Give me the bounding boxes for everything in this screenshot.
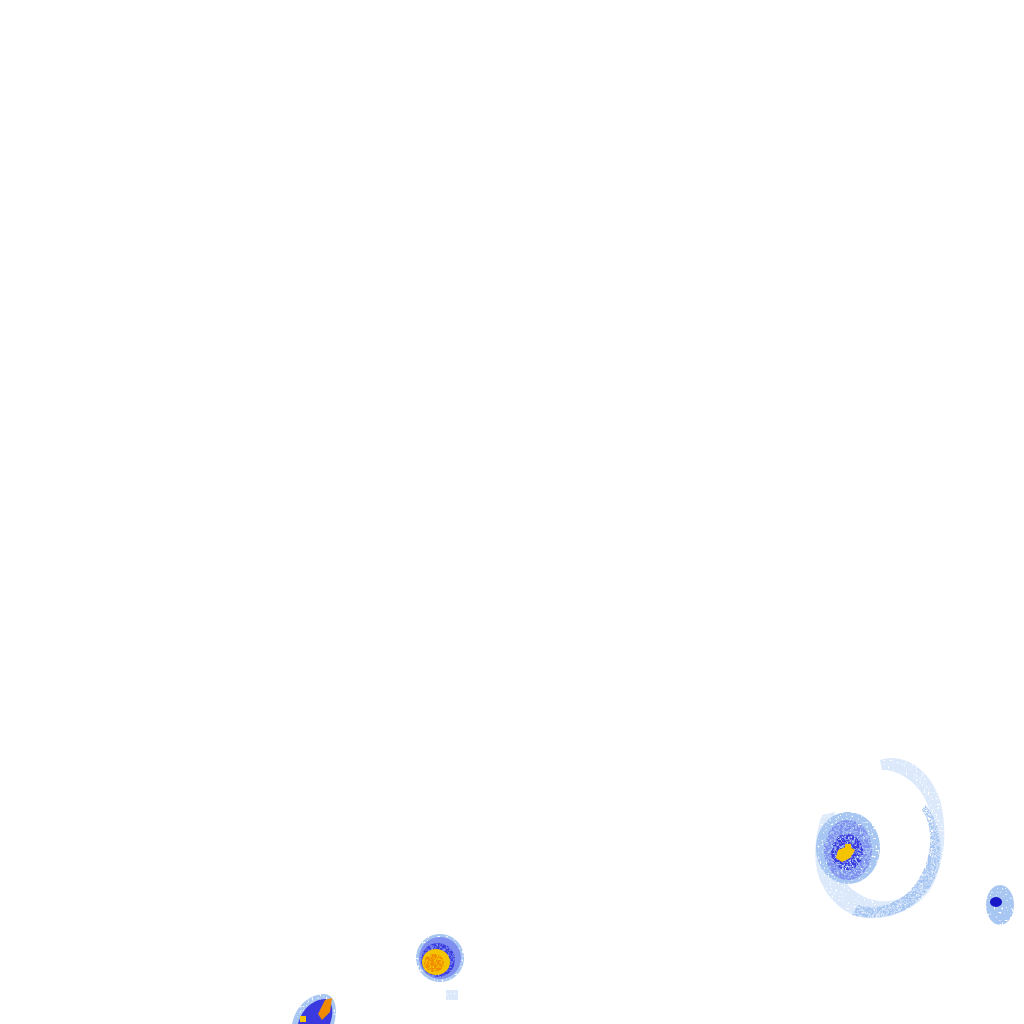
radar-echo-right-cell: [815, 758, 945, 919]
radar-echo-bottom-left-cell: [292, 994, 336, 1024]
radar-echo-center-bottom-cell: [416, 934, 464, 1000]
radar-echo-far-right-fragment: [986, 885, 1014, 925]
